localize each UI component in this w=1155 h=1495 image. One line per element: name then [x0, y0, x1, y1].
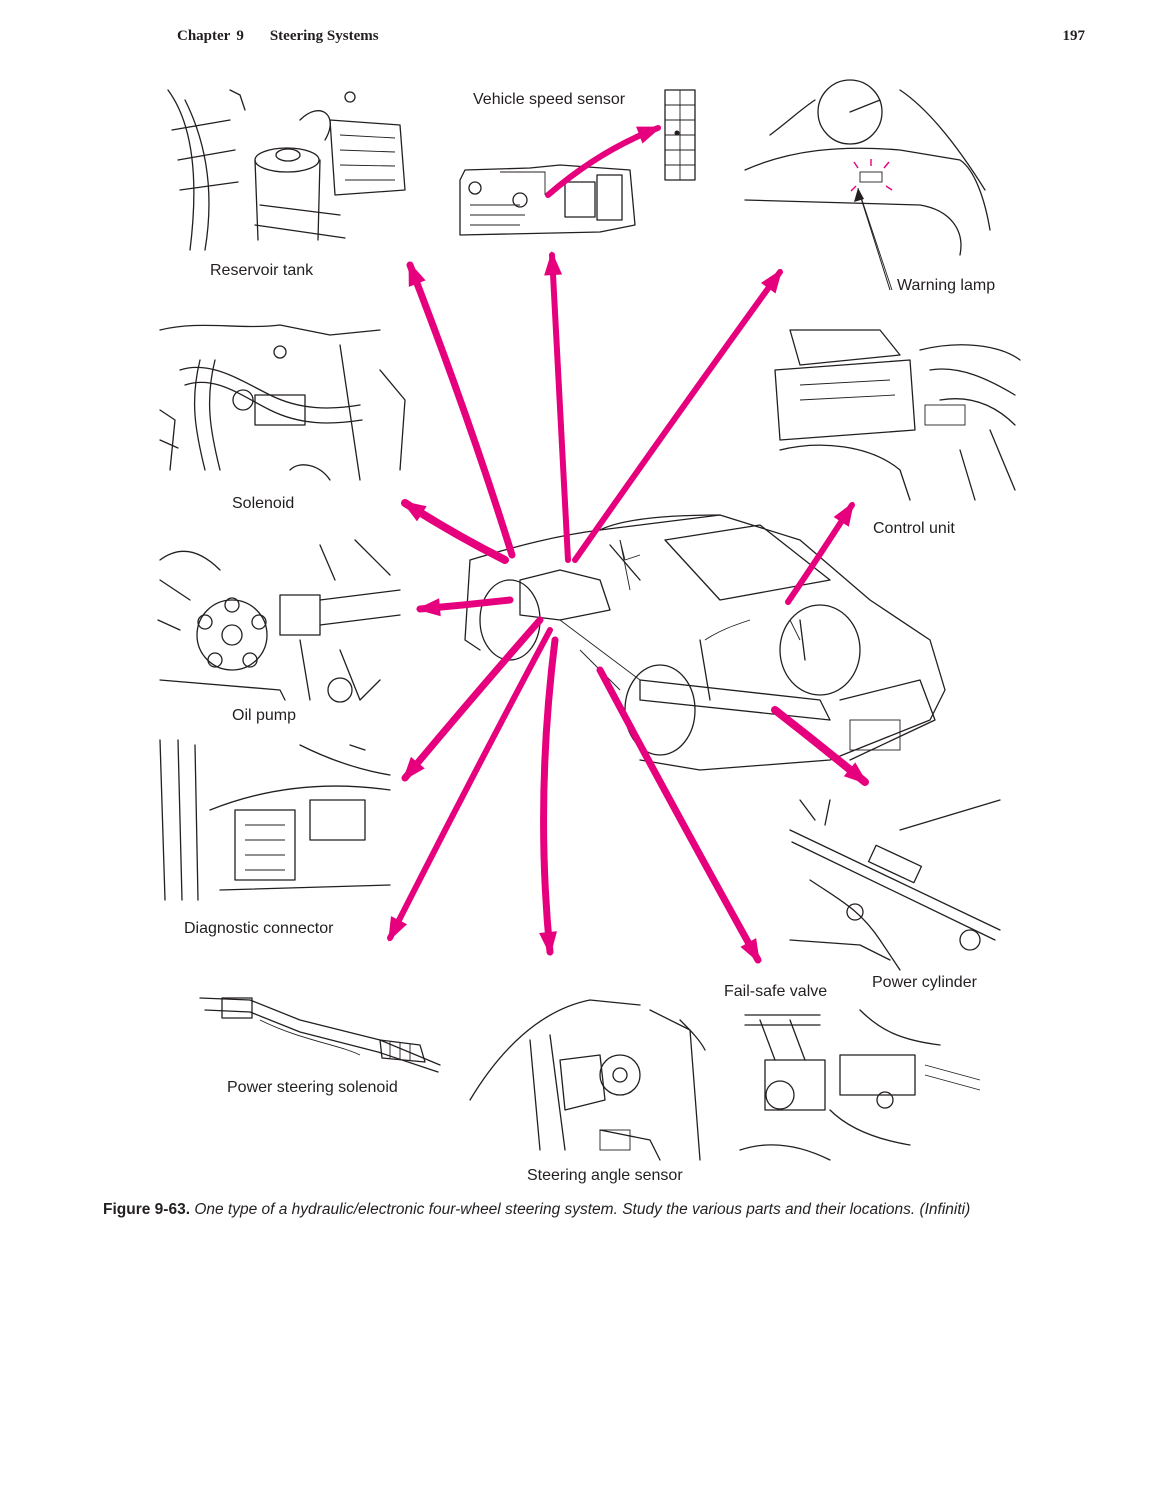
arrow-to-oil-pump-head [416, 598, 441, 617]
power-steering-solenoid-illustration [199, 997, 441, 1073]
chapter-title: Steering Systems [269, 28, 379, 44]
fail-safe-valve-illustration [739, 1009, 981, 1161]
page-header: Chapter 9 Steering Systems 197 [0, 28, 1155, 52]
oil-pump-illustration [157, 539, 401, 703]
reservoir-tank-illustration [167, 89, 406, 251]
figure-caption: Figure 9-63. One type of a hydraulic/ele… [103, 1200, 1093, 1220]
arrow-to-fail-safe-valve [596, 666, 762, 964]
label-solenoid: Solenoid [232, 495, 294, 512]
chapter-heading: Chapter 9 Steering Systems [177, 28, 379, 45]
arrow-to-steering-angle-sensor-head [539, 931, 557, 956]
diagnostic-connector-illustration [159, 739, 391, 901]
control-unit-illustration [774, 329, 1021, 501]
warning-lamp-illustration [744, 79, 991, 291]
arrow-to-power-steering-solenoid-head [388, 916, 408, 942]
arrow-to-vehicle-speed-sensor-head [544, 251, 563, 276]
chapter-word: Chapter [177, 28, 231, 44]
label-power-steering-solenoid: Power steering solenoid [227, 1079, 398, 1096]
label-reservoir-tank: Reservoir tank [210, 262, 314, 279]
label-fail-safe-valve: Fail-safe valve [724, 983, 827, 1000]
arrow-to-warning-lamp-head [760, 268, 783, 294]
arrow-to-steering-angle-sensor [540, 636, 559, 956]
arrow-to-power-cylinder-head [843, 762, 869, 785]
arrow-to-reservoir-tank-head [408, 261, 426, 287]
arrow-to-control-unit-head [833, 501, 855, 527]
chapter-number: 9 [236, 28, 244, 44]
label-vehicle-speed-sensor: Vehicle speed sensor [473, 91, 626, 108]
label-oil-pump: Oil pump [232, 707, 296, 724]
pointer-arrows [387, 125, 869, 964]
vehicle-chassis-illustration [464, 514, 946, 771]
label-diagnostic-connector: Diagnostic connector [184, 920, 334, 937]
arrow-to-fail-safe-valve-head [740, 938, 760, 964]
page-number: 197 [1062, 28, 1086, 44]
vehicle-speed-sensor-illustration [459, 89, 696, 236]
steering-angle-sensor-illustration [469, 999, 706, 1161]
arrow-to-power-steering-solenoid [387, 627, 553, 941]
arrow-to-reservoir-tank [406, 261, 516, 559]
arrow-to-diagnostic-connector-head [402, 756, 425, 782]
label-control-unit: Control unit [873, 520, 955, 537]
arrow-to-speed-sensor-detail-head [636, 126, 662, 144]
power-cylinder-illustration [789, 799, 1001, 971]
figure-caption-text: One type of a hydraulic/electronic four-… [194, 1201, 971, 1218]
warning-lamp-leader [854, 188, 891, 291]
figure-label: Figure 9-63. [103, 1201, 190, 1218]
label-power-cylinder: Power cylinder [872, 974, 978, 991]
solenoid-illustration [159, 324, 406, 481]
label-warning-lamp: Warning lamp [897, 277, 995, 294]
arrow-to-vehicle-speed-sensor [549, 252, 571, 563]
arrow-to-warning-lamp [572, 269, 783, 563]
label-steering-angle-sensor: Steering angle sensor [527, 1167, 683, 1184]
arrow-to-solenoid-head [401, 500, 427, 522]
arrow-to-diagnostic-connector [401, 616, 544, 782]
